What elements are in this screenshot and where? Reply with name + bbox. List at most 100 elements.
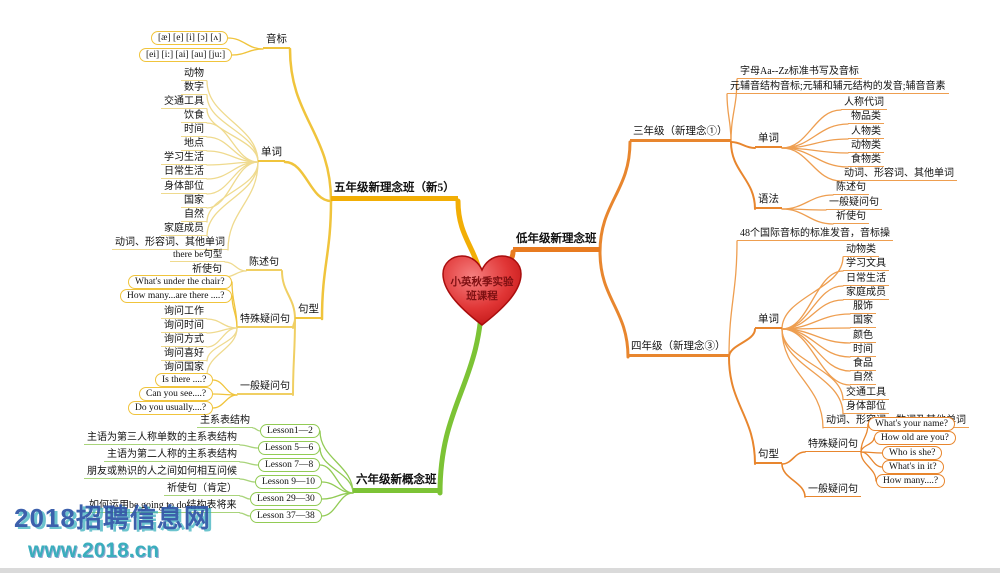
branch-line [730,141,756,210]
branch-line [860,423,869,453]
g3-letters: 字母Aa--Zz标准书写及音标 [737,65,862,79]
g3-imperative: 祈使句 [833,210,869,224]
center-topic-line1: 小英秋季实验 [450,276,514,288]
g5-q-do-you-usually: Do you usually....? [128,401,214,416]
g5-ask-job: 询问工作 [161,305,207,319]
g6-lesson-5-6: Lesson 5—6 [258,441,321,456]
branch-line [319,447,354,494]
branch-line [292,318,296,396]
g5-special-questions: 特殊疑问句 [237,313,293,328]
center-topic-line2: 班课程 [466,291,498,302]
g5-word-place: 地点 [181,137,207,151]
g4-q-how-many: How many....? [876,474,946,489]
g3-words: 单词 [755,132,782,148]
branch-grade5: 五年级新理念班（新5） [331,181,458,201]
branch-line [860,451,877,482]
branch-line [781,463,806,498]
branch-line [728,328,756,358]
g4-word-time: 时间 [850,343,876,357]
g4-general-questions: 一般疑问句 [805,483,861,497]
branch-line [781,256,844,330]
g3-word-animals: 动物类 [848,139,884,153]
branch-line [860,451,883,468]
center-topic: 小英秋季实验 班课程 [440,254,524,330]
branch-grade6: 六年级新概念班 [353,473,440,493]
g5-word-transport: 交通工具 [161,95,207,109]
g4-word-daily-life: 日常生活 [843,272,889,286]
g3-word-objects: 物品类 [848,110,884,124]
g4-q-who-is-she: Who is she? [882,446,943,461]
g5-word-food-drink: 饮食 [181,109,207,123]
g5-word-daily-life: 日常生活 [161,165,207,179]
g5-word-countries: 国家 [181,194,207,208]
branch-line [239,478,256,483]
branch-line [598,250,630,359]
branch-line [206,161,259,223]
branch-line [206,161,259,237]
g5-general-questions: 一般疑问句 [237,380,293,395]
g5-ask-way: 询问方式 [161,333,207,347]
branch-line [320,199,333,321]
branch-line [728,356,756,465]
bottom-border [0,568,1000,573]
g5-q-whats-under-chair: What's under the chair? [128,275,232,290]
branch-line [726,93,732,143]
g3-phonetic-structures: 元辅音结构音标;元辅和辅元结构的发音;辅音音素 [727,80,949,94]
g5-ask-preference: 询问喜好 [161,347,207,361]
branch-line [239,512,251,517]
center-topic-text: 小英秋季实验 班课程 [440,260,524,320]
g3-word-personal-pronouns: 人称代词 [841,96,887,110]
branch-line [206,94,259,163]
branch-line [206,108,259,163]
g3-word-verbs-adjectives-others: 动词、形容词、其他单词 [841,167,957,181]
g4-q-how-old-are-you: How old are you? [874,431,956,446]
g5-word-study-life: 学习生活 [161,151,207,165]
branch-line [781,208,834,225]
branch-line [239,444,259,449]
watermark-url: www.2018.cn [28,539,160,562]
g5-word-numbers: 数字 [181,81,207,95]
g3-declarative: 陈述句 [833,181,869,195]
g4-special-questions: 特殊疑问句 [805,438,861,452]
g6-lesson-7-8: Lesson 7—8 [258,458,321,473]
g6-topic-9-10: 朋友或熟识的人之间如何相互问候 [84,465,240,479]
g5-words: 单词 [258,146,285,162]
branch-line [281,270,296,320]
g3-word-food: 食物类 [848,153,884,167]
g4-word-body-parts: 身体部位 [843,400,889,414]
g6-lesson-37-38: Lesson 37—38 [250,509,322,524]
g6-topic-29-30: 祈使句（肯定） [164,482,240,496]
branch-line [781,328,851,386]
g5-word-animals: 动物 [181,67,207,81]
branch-line [227,161,259,251]
branch-line [239,495,251,500]
branch-line [212,394,238,409]
g4-ipa48: 48个国际音标的标准发音，音标操 [737,227,893,241]
g5-word-family: 家庭成员 [161,222,207,236]
g3-grammar: 语法 [755,193,782,209]
branch-line [321,492,354,517]
g5-word-nature: 自然 [181,208,207,222]
g6-lesson-9-10: Lesson 9—10 [255,475,323,490]
g5-word-verbs-adjectives-others: 动词、形容词、其他单词 [112,236,228,250]
branch-line [598,140,632,254]
g4-word-colors: 颜色 [850,329,876,343]
branch-line [319,430,354,494]
g6-topic-37-38: 如何运用be going to do结构表将来 [86,499,240,513]
g6-lesson-1-2: Lesson1—2 [260,424,320,439]
g5-phonetics: 音标 [263,33,290,49]
branch-line [231,48,264,56]
g5-q-is-there: Is there ....? [155,373,214,388]
g4-word-transport: 交通工具 [843,386,889,400]
g3-general-questions: 一般疑问句 [826,196,882,210]
branch-line [860,437,875,453]
g4-words: 单词 [755,313,782,329]
g5-q-how-many-are-there: How many...are there ....? [120,289,232,304]
heart-icon [442,255,522,326]
g4-word-clothing: 服饰 [850,300,876,314]
g5-there-be: there be句型 [170,249,226,263]
g6-topic-1-2: 主系表结构 [197,414,253,428]
